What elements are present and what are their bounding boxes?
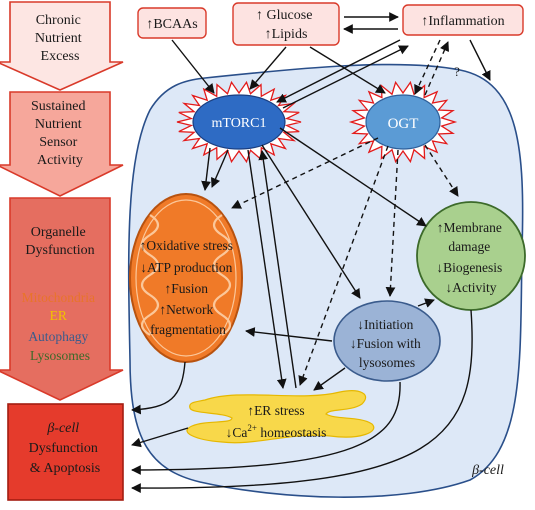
er-line2-suffix: homeostasis	[257, 425, 326, 440]
lyso-line1: ↑Membrane	[437, 220, 502, 235]
question-mark: ?	[454, 64, 460, 79]
arrow-autophagy-lysosome	[417, 298, 435, 308]
svg-text:Organelle Dysfunction: Organelle Dysfunction	[25, 225, 94, 258]
svg-text:↑ Glucose ↑Lipids: ↑ Glucose ↑Lipids	[256, 8, 316, 42]
arrow-bcaas-mtorc1	[171, 39, 215, 94]
organelle-mitochondria: Mitochondria	[22, 290, 96, 305]
ogt-node	[365, 94, 441, 150]
mito-line1: ↑Oxidative stress	[140, 238, 233, 253]
arrow-autophagy-mito	[245, 327, 333, 342]
step-arrow-nutrient-excess	[0, 1, 124, 91]
organelle-lysosomes: Lysosomes	[30, 348, 90, 363]
step2-line2: Nutrient	[35, 117, 82, 132]
organelle-er: ER	[50, 308, 67, 323]
svg-text:Chronic Nutrient E: Chronic Nutrient Excess	[35, 13, 85, 64]
step-arrow-nutrient-sensor	[0, 91, 124, 197]
step2-line4: Activity	[37, 153, 83, 168]
autophagy-line3: lysosomes	[359, 355, 415, 370]
autophagy-line1: ↓Initiation	[357, 317, 413, 332]
arrow-inflammation-ogt	[414, 39, 441, 95]
arrow-ogt-inflammation	[424, 41, 449, 96]
arrow-mtorc1-er-a	[247, 149, 287, 389]
organelle-autophagy: Autophagy	[28, 329, 88, 344]
outcome-line2: Dysfunction	[29, 441, 98, 456]
er-line1: ↑ER stress	[247, 403, 304, 418]
outcome-box	[7, 403, 124, 501]
arrow-ogt-autophagy	[385, 149, 399, 297]
step2-line1: Sustained	[31, 99, 85, 114]
svg-text:↑ER stress: ↑ER stress	[247, 403, 304, 418]
arrow-mito-outcome	[131, 361, 186, 415]
arrow-mtorc1-autophagy	[261, 144, 361, 299]
outcome-line1: β-cell	[46, 421, 79, 436]
side-panel: Chronic Nutrient Excess Sustained Nutrie…	[0, 1, 124, 501]
step-arrow-organelle-dysfunction	[0, 197, 124, 401]
arrow-inflammation-lysosome-q	[469, 39, 491, 81]
outcome-line3: & Apoptosis	[30, 461, 100, 476]
inflammation-box	[402, 4, 524, 36]
step2-line3: Sensor	[39, 135, 77, 150]
svg-text:Mitochondria ER Au: Mitochondria ER Autophagy Lysosomes	[22, 290, 99, 363]
er-line2: ↓Ca2+ homeostasis	[226, 423, 327, 440]
mito-line2: ↓ATP production	[140, 260, 232, 275]
arrow-ogt-er	[298, 145, 389, 386]
arrow-er-outcome	[131, 427, 189, 448]
mito-line5: fragmentation	[150, 322, 226, 337]
arrow-ogt-lysosome	[424, 144, 459, 197]
endoplasmic-reticulum	[186, 390, 375, 444]
arrows	[131, 12, 491, 493]
lyso-line3: ↓Biogenesis	[436, 260, 502, 275]
step3-line1: Organelle	[31, 225, 86, 240]
er-line2-prefix: ↓Ca	[226, 425, 248, 440]
arrow-autophagy-er	[313, 367, 346, 391]
mito-line3: ↑Fusion	[165, 281, 209, 296]
ogt-label: OGT	[388, 116, 419, 132]
glucose-label: ↑ Glucose	[256, 8, 312, 23]
lipids-label: ↑Lipids	[265, 27, 308, 42]
arrow-mtorc1-mito	[201, 147, 211, 191]
lyso-line2: damage	[448, 239, 490, 254]
step1-line1: Chronic	[36, 13, 81, 28]
mito-line4: ↑Network	[159, 302, 213, 317]
arrow-glucose-mtorc1	[249, 46, 287, 90]
mtorc1-node	[192, 94, 286, 150]
inflammation-label: ↑Inflammation	[421, 14, 504, 29]
bcaas-box	[137, 7, 207, 39]
arrow-mtorc1-inflammation	[282, 45, 409, 109]
arrow-inflammation-mtorc1-a	[276, 39, 401, 103]
svg-text:Sustained Nutrient: Sustained Nutrient Sensor Activity	[31, 99, 89, 168]
arrow-autophagy-outcome	[131, 381, 401, 475]
step3-line2: Dysfunction	[25, 243, 94, 258]
beta-cell-membrane	[127, 63, 524, 498]
step1-line2: Nutrient	[35, 31, 82, 46]
svg-text:β-cell Dysfunction: β-cell Dysfunction & Apoptosis	[29, 421, 102, 476]
mitochondrion	[129, 193, 243, 363]
arrow-mtorc1-mito-center	[211, 149, 229, 188]
lyso-line4: ↓Activity	[446, 280, 497, 295]
bcaas-label: ↑BCAAs	[146, 17, 197, 32]
svg-text:↑Membrane damage ↓Biog: ↑Membrane damage ↓Biogenesis ↓Activity	[436, 220, 505, 295]
glucose-lipids-box	[232, 2, 340, 46]
autophagosome	[333, 300, 441, 382]
er-line2-superscript: 2+	[247, 423, 257, 433]
cell-label: β-cell	[471, 463, 504, 478]
autophagy-line2: ↓Fusion with	[350, 336, 421, 351]
arrow-mtorc1-lysosome	[279, 127, 427, 227]
svg-text:↑Oxidative stress ↓ATP pro: ↑Oxidative stress ↓ATP production ↑Fusio…	[140, 238, 237, 337]
svg-text:↓Initiation ↓Fusion with: ↓Initiation ↓Fusion with lysosomes	[350, 317, 424, 370]
mtorc1-label: mTORC1	[212, 116, 267, 131]
arrow-glucose-ogt	[309, 46, 386, 94]
arrow-er-mtorc1	[258, 150, 297, 389]
arrow-lysosome-outcome	[131, 309, 473, 493]
step1-line3: Excess	[41, 49, 80, 64]
